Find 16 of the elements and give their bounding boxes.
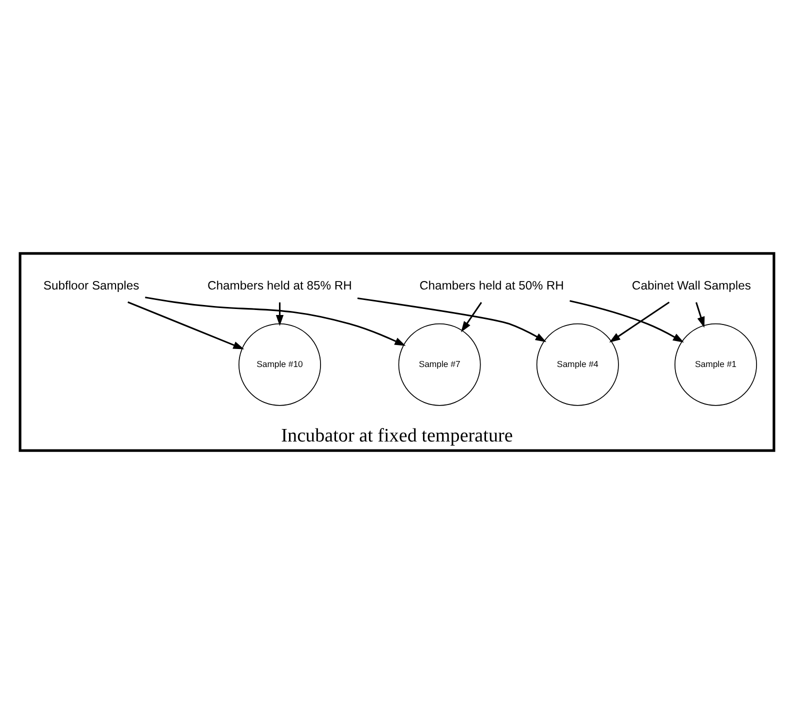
node-circle: Sample #7 bbox=[398, 323, 481, 406]
arrow bbox=[570, 300, 684, 342]
node-text: Subfloor Samples bbox=[43, 278, 140, 293]
node-text: Cabinet Wall Samples bbox=[632, 278, 751, 293]
arrow bbox=[145, 296, 406, 346]
arrow bbox=[276, 302, 284, 326]
node-circle: Sample #1 bbox=[674, 323, 757, 406]
arrow bbox=[128, 301, 244, 350]
arrow bbox=[609, 302, 670, 342]
arrow bbox=[695, 302, 705, 328]
node-circle: Sample #10 bbox=[238, 323, 321, 406]
arrow bbox=[357, 297, 546, 342]
node-circle: Sample #4 bbox=[536, 323, 619, 406]
arrow bbox=[461, 302, 482, 332]
node-text: Chambers held at 85% RH bbox=[208, 278, 352, 293]
node-text: Chambers held at 50% RH bbox=[419, 278, 564, 293]
